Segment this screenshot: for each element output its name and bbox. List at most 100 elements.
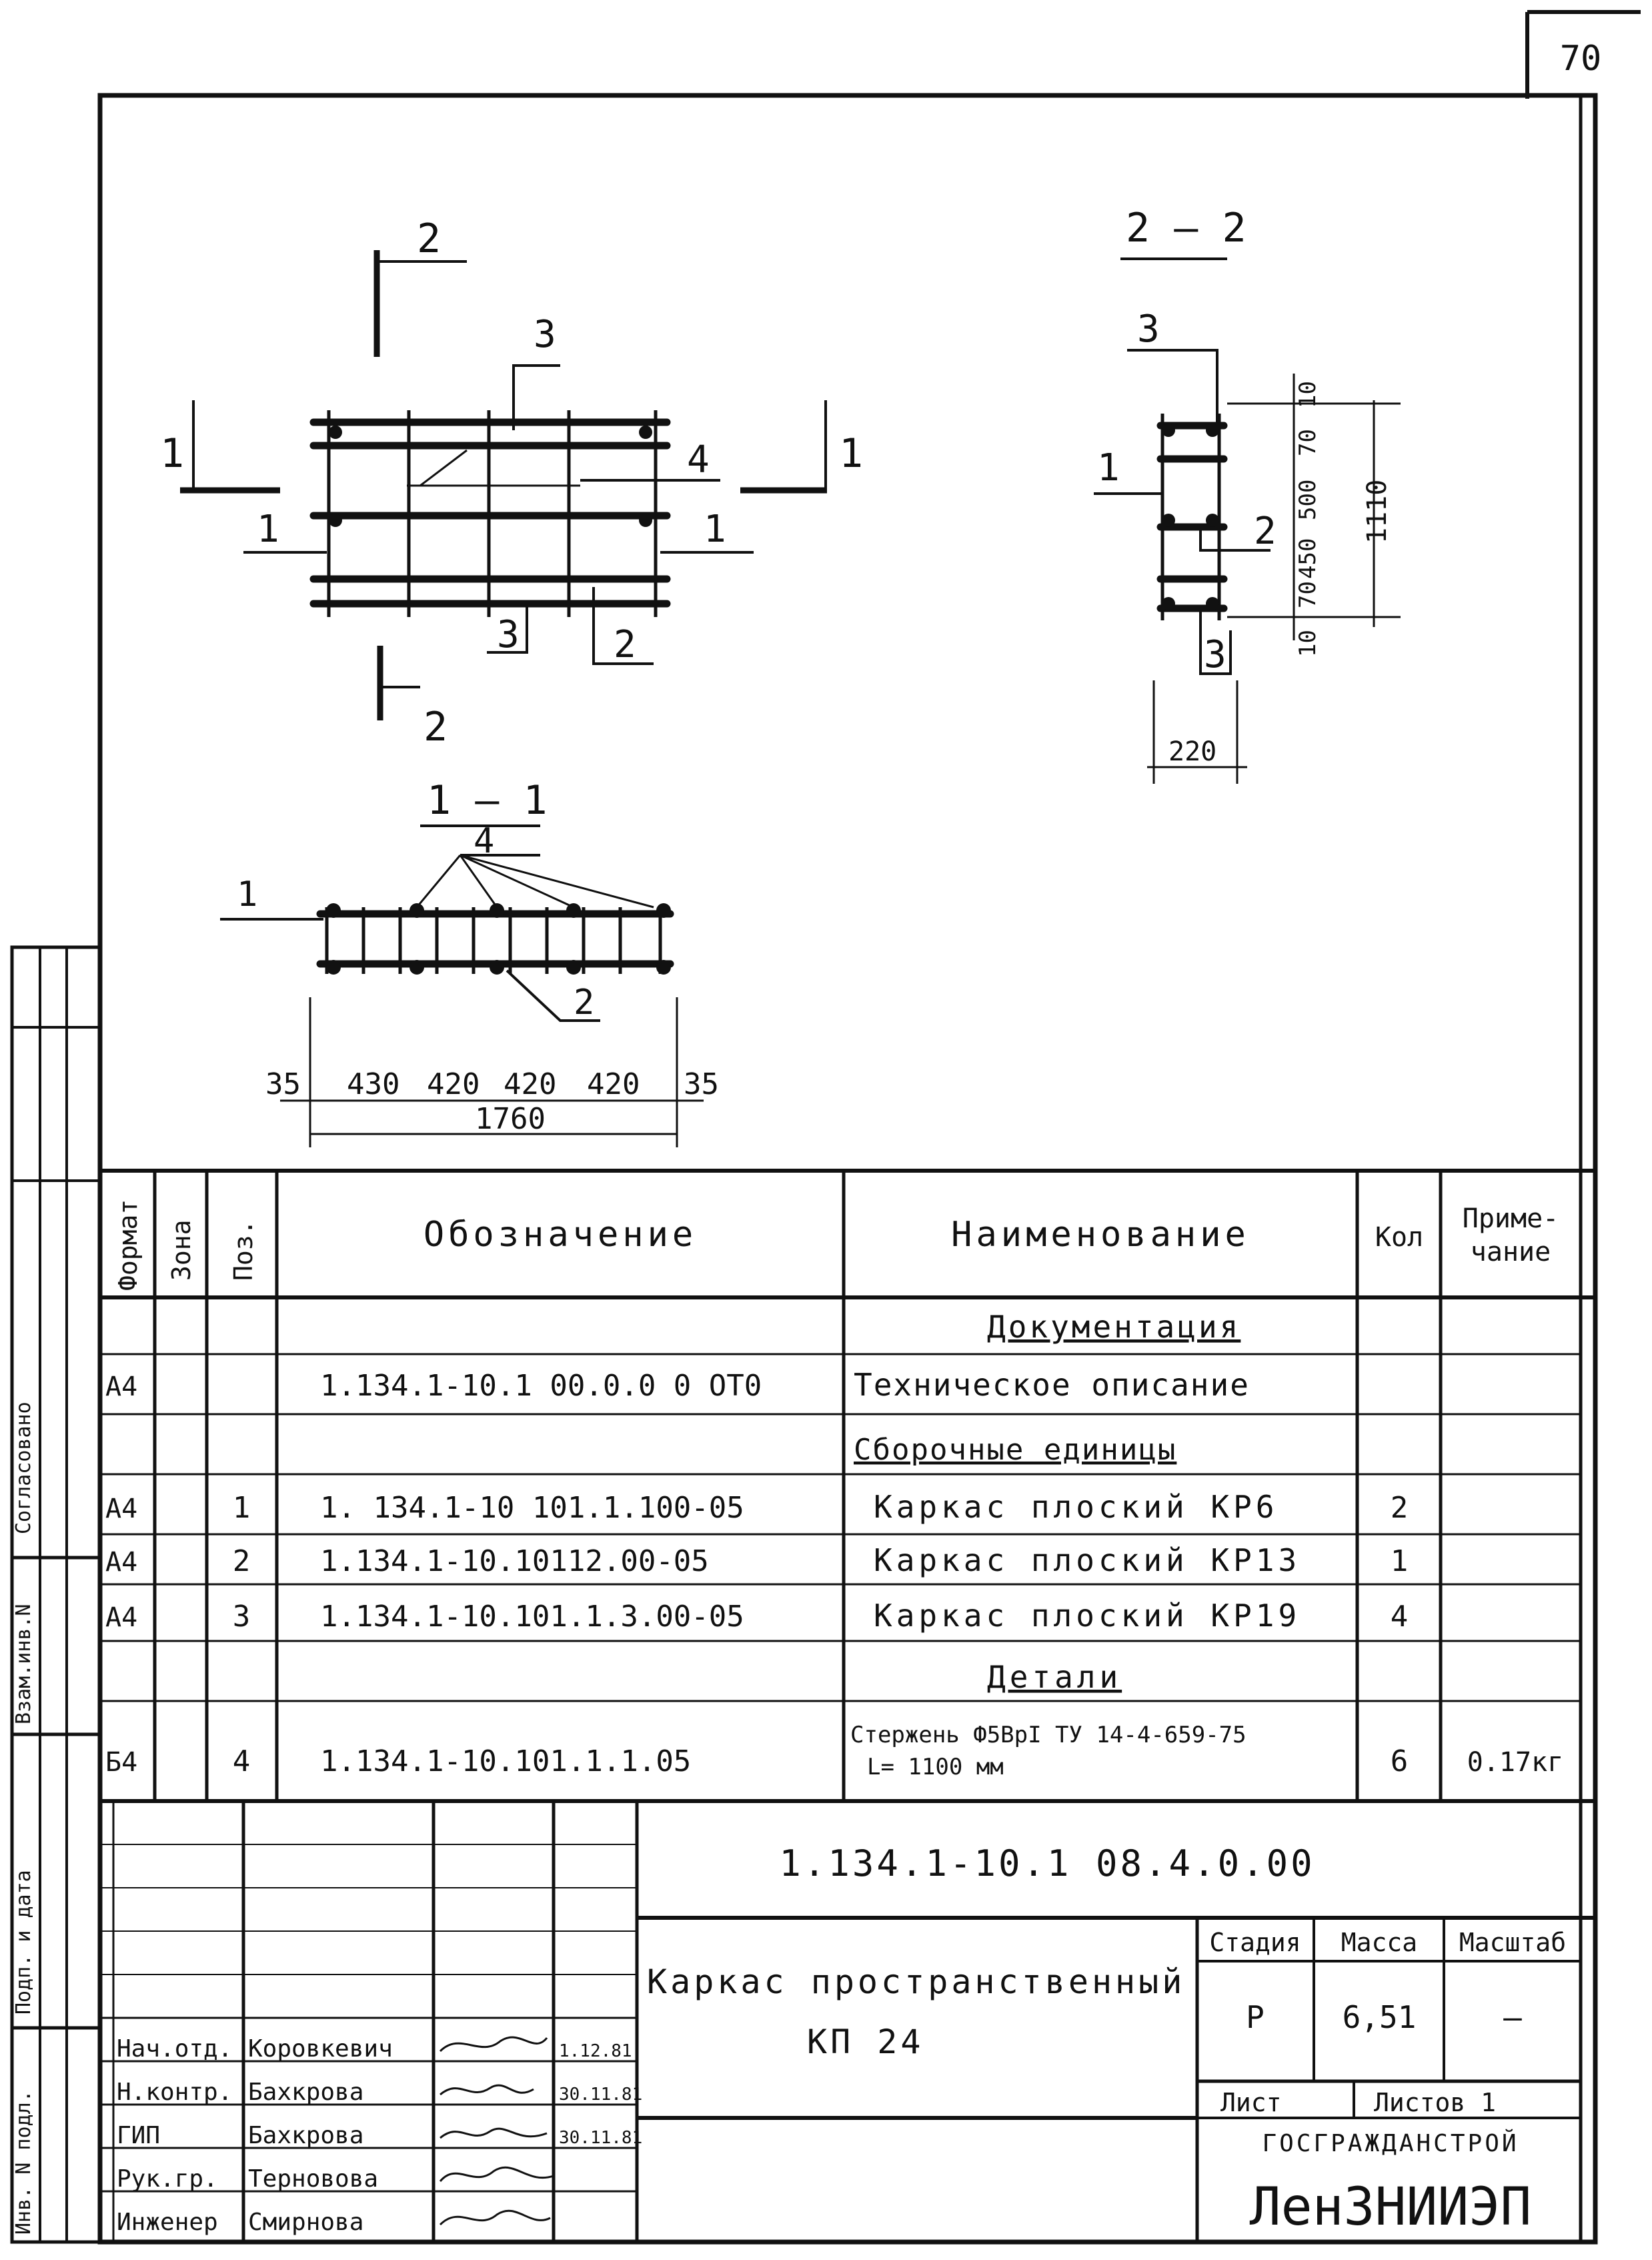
spec-row-name: Каркас плоский КР6 — [874, 1489, 1279, 1525]
signature-mark — [439, 2036, 548, 2053]
col-header-designation: Обозначение — [424, 1215, 697, 1255]
s22-callout-1: 1 — [1097, 446, 1120, 490]
s22-dim-1110: 1110 — [1362, 480, 1393, 544]
mass-value: 6,51 — [1343, 1999, 1417, 2035]
s11-dim-420-c: 420 — [587, 1067, 640, 1101]
spec-row-format: А4 — [105, 1602, 137, 1633]
s11-dim-420-a: 420 — [427, 1067, 480, 1101]
signer-role: Инженер — [117, 2209, 218, 2236]
spec-section-parts: Детали — [987, 1659, 1122, 1695]
spec-row-pos: 3 — [233, 1600, 251, 1634]
signer-role: Н.контр. — [117, 2079, 232, 2106]
signature-mark — [440, 2084, 534, 2096]
plan-callout-4: 4 — [687, 438, 710, 482]
spec-row-qty: 6 — [1391, 1744, 1409, 1778]
spec-row-name-line2: L= 1100 мм — [867, 1754, 1004, 1780]
s11-dim-total: 1760 — [475, 1102, 546, 1136]
spec-row-format: А4 — [105, 1547, 137, 1578]
s22-callout-3-top: 3 — [1137, 308, 1160, 351]
stage-label: Стадия — [1209, 1928, 1301, 1957]
col-header-note-2: чание — [1471, 1237, 1551, 1267]
col-header-note-1: Приме- — [1463, 1203, 1559, 1234]
s11-callout-1: 1 — [237, 875, 257, 915]
signer-name: Терновова — [248, 2165, 378, 2193]
page-number-box: 70 — [1525, 10, 1641, 99]
s22-dim-10-top: 10 — [1295, 381, 1321, 408]
scale-value: — — [1503, 1999, 1522, 2035]
signature-mark — [439, 2209, 551, 2226]
spec-row-qty: 2 — [1391, 1491, 1409, 1525]
plan-callout-1-right: 1 — [704, 508, 726, 551]
plan-cut-bottom: 2 — [424, 704, 448, 750]
margin-upper-stamp: Согласовано — [12, 1401, 35, 1534]
spec-row-name: Каркас плоский КР13 — [874, 1542, 1301, 1578]
sign-date: 30.11.81 — [559, 2128, 642, 2148]
signer-name: Коровкевич — [248, 2035, 393, 2063]
specification-table: Формат Зона Поз. Обозначение Наименовани… — [100, 1169, 1595, 1803]
s22-callout-2: 2 — [1254, 510, 1277, 553]
sheet-label: Лист — [1220, 2088, 1282, 2117]
col-header-name: Наименование — [951, 1215, 1250, 1255]
signer-name: Бахкрова — [248, 2122, 363, 2149]
spec-row-designation: 1.134.1-10.10112.00-05 — [320, 1544, 709, 1578]
organization-line: ГОСГРАЖДАНСТРОЙ — [1262, 2129, 1519, 2157]
s11-dim-35-right: 35 — [684, 1067, 719, 1101]
s22-dim-70-top: 70 — [1295, 429, 1321, 456]
plan-cut-right: 1 — [839, 430, 863, 477]
spec-row-pos: 4 — [233, 1744, 251, 1778]
spec-row-name: Стержень Ф5ВрI ТУ 14-4-659-75 — [850, 1722, 1247, 1748]
s11-dim-430: 430 — [347, 1067, 399, 1101]
s22-dim-500: 500 — [1295, 480, 1321, 520]
spec-section-assemblies: Сборочные единицы — [854, 1433, 1176, 1467]
plan-cut-top: 2 — [417, 215, 441, 262]
spec-row-qty: 4 — [1391, 1600, 1409, 1634]
spec-row-qty: 1 — [1391, 1544, 1409, 1578]
page-number: 70 — [1560, 39, 1602, 79]
signature-mark — [439, 2166, 554, 2182]
s11-dim-35-left: 35 — [265, 1067, 301, 1101]
plan-callout-3-top: 3 — [534, 313, 556, 356]
spec-row-designation: 1.134.1-10.1 00.0.0 0 ОТ0 — [320, 1369, 762, 1403]
drawing-title-line2: КП 24 — [807, 2023, 924, 2061]
sheets-count: Листов 1 — [1374, 2088, 1496, 2117]
sign-date: 30.11.81 — [559, 2085, 642, 2105]
spec-row-designation: 1.134.1-10.101.1.3.00-05 — [320, 1600, 744, 1634]
col-header-qty: Кол — [1375, 1222, 1423, 1253]
plan-callout-3-bottom: 3 — [497, 613, 520, 656]
spec-row-pos: 1 — [233, 1491, 251, 1525]
spec-row-name: Каркас плоский КР19 — [874, 1598, 1301, 1634]
document-code: 1.134.1-10.1 08.4.0.00 — [779, 1842, 1315, 1884]
plan-cut-left: 1 — [160, 430, 184, 477]
plan-callout-2: 2 — [614, 623, 636, 666]
left-margin-stamps: Согласовано Взам.инв.N Подп. и дата Инв.… — [10, 945, 102, 2244]
spec-row-format: А4 — [105, 1494, 137, 1524]
spec-row-name: Техническое описание — [854, 1367, 1250, 1403]
title-block: 1.134.1-10.1 08.4.0.00 Каркас пространст… — [100, 1801, 1595, 2242]
col-header-pos: Поз. — [229, 1219, 258, 1281]
section-1-1-title: 1 — 1 — [427, 777, 548, 824]
sign-date: 1.12.81 — [559, 2041, 632, 2061]
plan-callout-1-left: 1 — [257, 508, 279, 551]
signer-role: Рук.гр. — [117, 2165, 218, 2193]
col-header-format: Формат — [113, 1199, 143, 1291]
section-2-2-title: 2 — 2 — [1126, 205, 1247, 251]
drawing-title-line1: Каркас пространственный — [647, 1962, 1185, 2001]
signer-name: Бахкрова — [248, 2079, 363, 2106]
signer-role: Нач.отд. — [117, 2035, 232, 2063]
section-2-2: 2 — 2 3 1 2 3 10 70 500 450 70 10 1110 2… — [1094, 205, 1401, 784]
margin-vzam-inv: Взам.инв.N — [12, 1604, 35, 1724]
s22-dim-70-bottom: 70 — [1295, 581, 1321, 608]
spec-row-note: 0.17кг — [1467, 1747, 1564, 1778]
stage-value: Р — [1246, 1999, 1265, 2035]
mass-label: Масса — [1341, 1928, 1417, 1957]
spec-row-pos: 2 — [233, 1544, 251, 1578]
section-1-1: 1 — 1 4 1 2 35 430 420 42 — [220, 777, 719, 1147]
s11-dim-420-b: 420 — [504, 1067, 556, 1101]
margin-podp-data: Подп. и дата — [12, 1870, 35, 2015]
col-header-zone: Зона — [167, 1219, 196, 1281]
spec-row-format: А4 — [105, 1371, 137, 1402]
spec-row-designation: 1. 134.1-10 101.1.100-05 — [320, 1491, 744, 1525]
spec-row-designation: 1.134.1-10.101.1.1.05 — [320, 1744, 691, 1778]
spec-row-format: Б4 — [105, 1747, 137, 1778]
institute-name: ЛенЗНИИЭП — [1250, 2177, 1532, 2237]
